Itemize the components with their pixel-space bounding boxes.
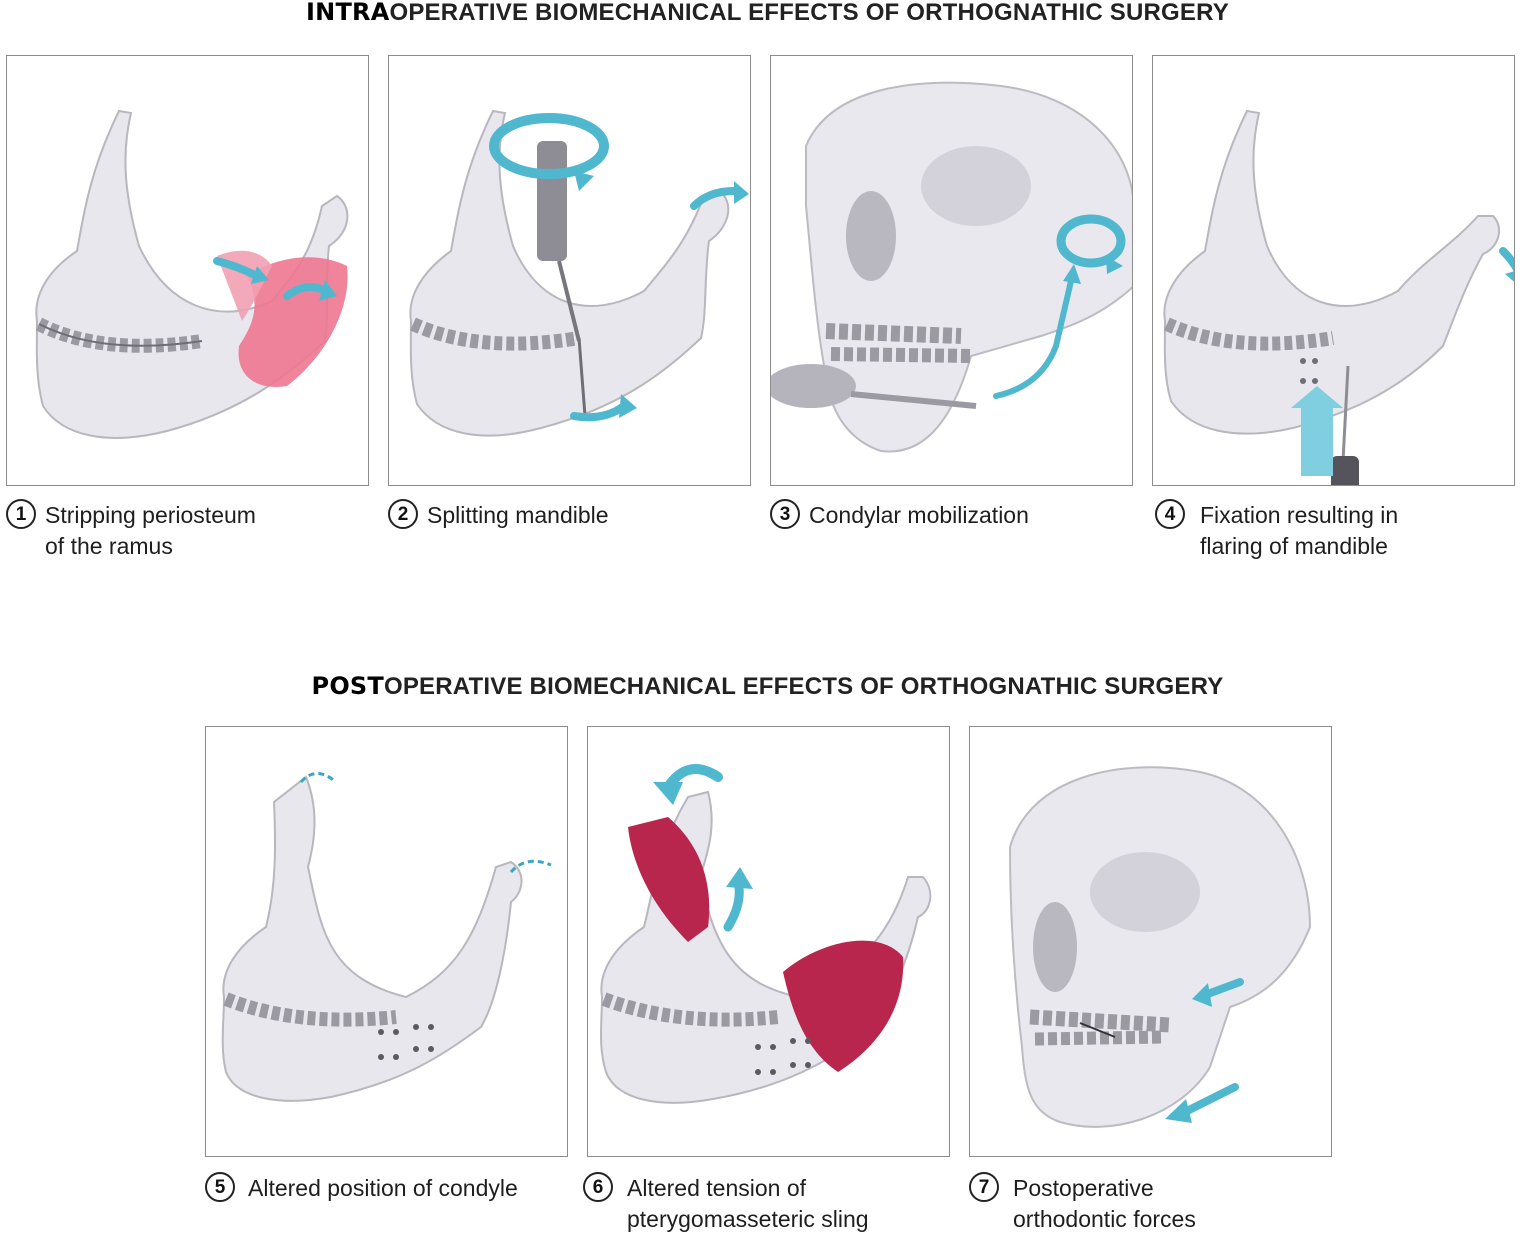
force-arrow [1301, 406, 1333, 476]
elastic-band [1079, 1022, 1116, 1038]
caption-line2: of the ramus [45, 533, 173, 559]
caption-line1: Altered tension of [627, 1175, 807, 1201]
eye-socket [1033, 902, 1077, 992]
condyle-outline [299, 772, 337, 784]
arrow-head-2 [319, 280, 337, 301]
arrow [213, 257, 261, 280]
illustration-2 [409, 109, 749, 437]
step-number: 7 [969, 1172, 999, 1202]
arrow-2 [283, 283, 329, 300]
screw [1312, 358, 1318, 364]
heading-lead: INTRA [306, 0, 390, 26]
caption-line1: Condylar mobilization [809, 502, 1029, 528]
mandible [1163, 109, 1501, 435]
braces-wire [38, 323, 203, 347]
lift-arrow-head [726, 867, 753, 889]
illustration-6 [600, 764, 932, 1104]
pterygoid-muscle [628, 817, 710, 942]
arrow-path-head [1063, 264, 1081, 284]
panel-6 [587, 726, 950, 1157]
illustration-1 [35, 109, 349, 439]
arrow-lower-head [1165, 1099, 1192, 1123]
arrow-head [251, 266, 269, 284]
teeth [601, 992, 779, 1027]
screwdriver-shaft [1341, 365, 1350, 462]
screw [1300, 378, 1306, 384]
arrow-condyle [690, 187, 738, 210]
screw [1312, 378, 1318, 384]
osteotomy-line [577, 337, 587, 417]
arrow-upper [1201, 978, 1244, 999]
heading-rest: OPERATIVE BIOMECHANICAL EFFECTS OF ORTHO… [383, 673, 1224, 700]
osteotome-blade [557, 260, 581, 342]
rotation-arrow-head [1106, 256, 1123, 274]
condyle-outline-2 [509, 859, 552, 874]
panel-7 [969, 726, 1332, 1157]
masseter-muscle [783, 940, 904, 1072]
flare-arrow-head [1505, 271, 1514, 282]
lever-shaft [850, 391, 977, 409]
teeth-lower [1034, 1030, 1166, 1046]
mandible [409, 109, 730, 437]
flare-arrow [1499, 247, 1514, 272]
illustration-5 [221, 772, 552, 1102]
step-number: 3 [770, 499, 800, 529]
step-number: 1 [6, 499, 36, 529]
rotation-arrow [1056, 214, 1126, 268]
panel-4 [1152, 55, 1515, 486]
lever-handle [771, 364, 856, 408]
step-number: 2 [388, 499, 418, 529]
skull [1008, 766, 1312, 1128]
caption-line1: Fixation resulting in [1200, 502, 1399, 528]
caption-line1: Splitting mandible [427, 502, 609, 528]
arrow-lower [1181, 1083, 1239, 1116]
eye-socket-2 [1090, 852, 1200, 932]
arrow-path [993, 278, 1074, 399]
step-number: 5 [205, 1172, 235, 1202]
panel-3 [770, 55, 1133, 486]
panel-5 [205, 726, 568, 1157]
caption-line1: Stripping periosteum [45, 502, 256, 528]
caption-line1: Altered position of condyle [248, 1175, 518, 1201]
teeth [1164, 317, 1335, 351]
caption-line2: flaring of mandible [1200, 533, 1388, 559]
illustration-7 [1008, 766, 1312, 1128]
teeth [825, 323, 962, 344]
force-arrow-head [1291, 386, 1343, 408]
screw [1300, 358, 1306, 364]
rotation-arrow [489, 113, 609, 179]
step-number: 6 [583, 1172, 613, 1202]
illustration-3 [771, 81, 1132, 453]
mandible [221, 775, 523, 1102]
caption-line2: pterygomasseteric sling [627, 1206, 869, 1232]
arrow-condyle-head [734, 181, 749, 204]
teeth [223, 992, 397, 1027]
caption-line2: orthodontic forces [1013, 1206, 1196, 1232]
osteotome-handle [537, 141, 567, 261]
caption-line1: Postoperative [1013, 1175, 1154, 1201]
teeth [410, 317, 581, 351]
intraoperative-heading: INTRAOPERATIVE BIOMECHANICAL EFFECTS OF … [0, 0, 1535, 27]
rotation-arrow-head [653, 782, 683, 805]
eye-socket-2 [921, 146, 1031, 226]
screwdriver-handle [1331, 456, 1359, 485]
fixation-plates [378, 1024, 434, 1060]
heading-lead: POST [311, 672, 384, 700]
rotation-arrow [663, 764, 723, 792]
fixation-plates [755, 1038, 811, 1075]
rotation-arrow-head [574, 171, 594, 191]
lift-arrow [723, 877, 744, 932]
heading-rest: OPERATIVE BIOMECHANICAL EFFECTS OF ORTHO… [389, 0, 1229, 26]
eye-socket [846, 191, 896, 281]
teeth-upper [1029, 1009, 1171, 1033]
panel-1 [6, 55, 369, 486]
illustration-4 [1163, 109, 1514, 485]
panel-2 [388, 55, 751, 486]
teeth-lower [830, 347, 972, 363]
postoperative-heading: POSTOPERATIVE BIOMECHANICAL EFFECTS OF O… [0, 672, 1535, 701]
arrow-lower-head [619, 394, 637, 418]
arrow-upper-head [1192, 983, 1212, 1007]
step-number: 4 [1155, 499, 1185, 529]
